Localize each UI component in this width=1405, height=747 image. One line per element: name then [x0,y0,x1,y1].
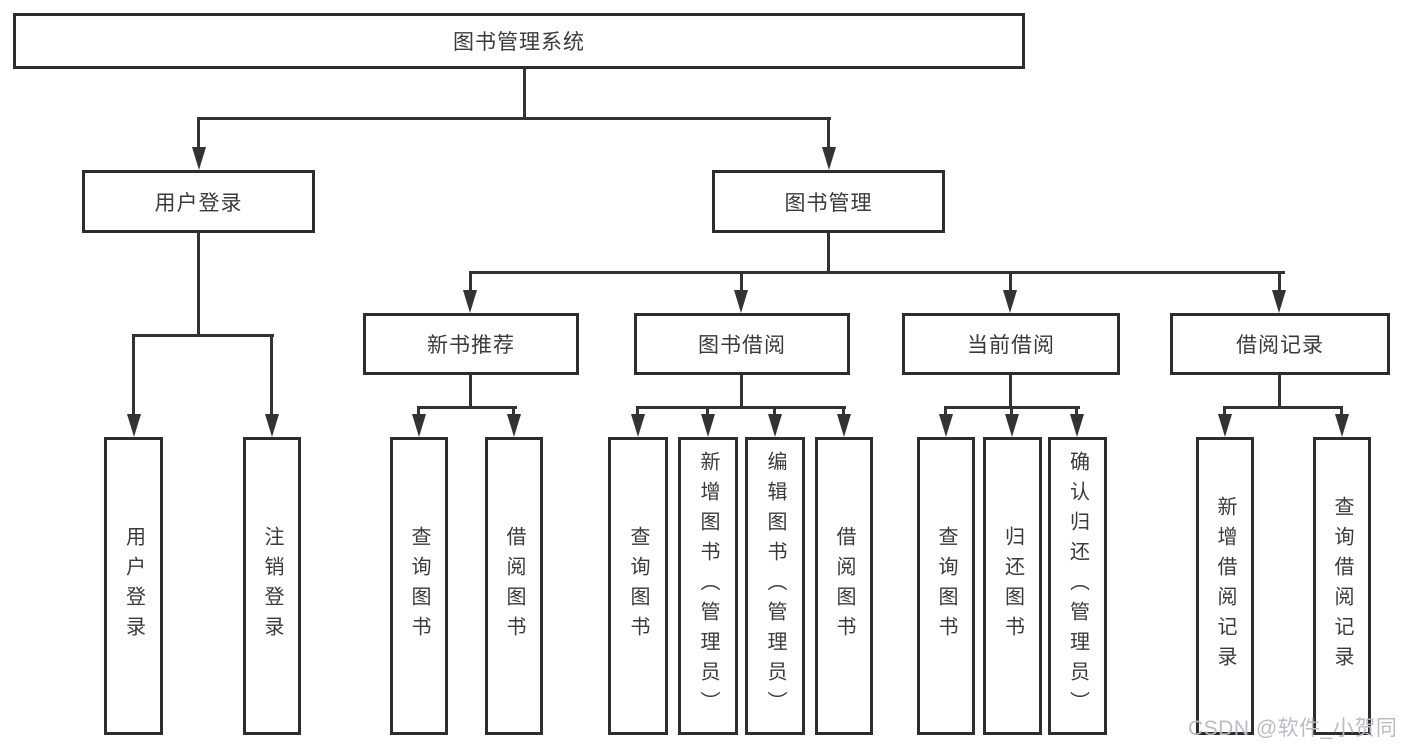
leaf-label: 编辑图书（管理员） [764,451,786,721]
node-new-book-recommend: 新书推荐 [363,313,579,375]
connector-arrowhead [768,414,782,437]
connector-line [197,117,831,120]
connector-line [827,117,830,149]
connector-line [944,406,947,417]
connector-arrowhead [265,414,279,437]
connector-line [523,69,526,120]
node-book-management-branch: 图书管理 [712,170,945,233]
connector-arrowhead [1070,414,1084,437]
connector-line [1075,406,1078,417]
connector-arrowhead [734,290,748,313]
connector-line [469,271,472,292]
leaf-confirm-return-admin: 确认归还（管理员） [1048,437,1107,735]
connector-arrowhead [837,414,851,437]
leaf-label: 借阅图书 [503,526,525,646]
leaf-label: 新增借阅记录 [1214,496,1236,676]
leaf-label: 归还图书 [1001,526,1024,646]
connector-arrowhead [1272,290,1286,313]
connector-line [1278,271,1281,292]
connector-arrowhead [1218,414,1232,437]
connector-line [270,334,273,416]
connector-line [827,233,830,273]
connector-line [469,375,472,409]
connector-line [469,271,1285,274]
leaf-add-books-admin: 新增图书（管理员） [678,437,738,735]
leaf-borrow-books: 借阅图书 [815,437,873,735]
leaf-label: 用户登录 [122,526,145,646]
leaf-label: 查询图书 [408,526,430,646]
leaf-label: 新增图书（管理员） [697,451,719,721]
connector-line [740,271,743,292]
connector-line [1278,375,1281,409]
connector-arrowhead [412,414,426,437]
node-user-login-branch: 用户登录 [82,170,315,233]
connector-arrowhead [701,414,715,437]
connector-line [132,334,135,416]
csdn-watermark: CSDN @软件_小贺同学 [1188,717,1398,740]
leaf-label: 确认归还（管理员） [1066,451,1089,721]
connector-line [636,406,846,409]
node-book-borrow: 图书借阅 [634,313,850,375]
leaf-query-books-current: 查询图书 [917,437,975,735]
leaf-add-borrow-record: 新增借阅记录 [1196,437,1254,735]
leaf-edit-books-admin: 编辑图书（管理员） [745,437,805,735]
connector-arrowhead [1335,414,1349,437]
leaf-label: 查询借阅记录 [1331,496,1353,676]
connector-arrowhead [463,290,477,313]
connector-line [636,406,639,417]
leaf-user-login: 用户登录 [104,437,163,735]
leaf-label: 注销登录 [261,526,283,646]
connector-arrowhead [631,414,645,437]
connector-arrowhead [1005,414,1019,437]
connector-line [706,406,709,417]
connector-line [842,406,845,417]
node-current-borrow: 当前借阅 [902,313,1120,375]
connector-line [1009,375,1012,409]
leaf-query-books-borrow: 查询图书 [608,437,668,735]
connector-line [1340,406,1343,417]
connector-line [740,375,743,409]
connector-arrowhead [127,414,141,437]
connector-arrowhead [939,414,953,437]
connector-arrowhead [822,147,836,170]
leaf-query-books-recommend: 查询图书 [390,437,448,735]
leaf-borrow-books-recommend: 借阅图书 [485,437,543,735]
connector-line [197,117,200,149]
connector-line [1010,406,1013,417]
connector-line [197,233,200,336]
connector-line [512,406,515,417]
connector-arrowhead [192,147,206,170]
connector-line [417,406,517,409]
leaf-logout: 注销登录 [243,437,301,735]
connector-line [417,406,420,417]
leaf-label: 查询图书 [935,526,957,646]
node-borrow-records: 借阅记录 [1170,313,1390,375]
leaf-return-books: 归还图书 [983,437,1042,735]
connector-line [773,406,776,417]
connector-arrowhead [1003,290,1017,313]
leaf-query-borrow-record: 查询借阅记录 [1313,437,1371,735]
connector-line [1009,271,1012,292]
node-root-system: 图书管理系统 [13,13,1025,69]
connector-line [1223,406,1226,417]
connector-line [1223,406,1343,409]
connector-arrowhead [507,414,521,437]
leaf-label: 借阅图书 [833,526,855,646]
leaf-label: 查询图书 [627,526,649,646]
connector-line [132,334,274,337]
